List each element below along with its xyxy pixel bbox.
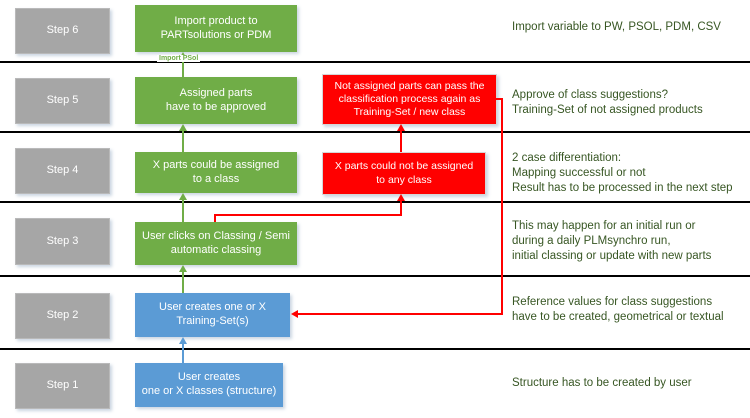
annotation-step-1: Structure has to be created by user (512, 377, 692, 389)
process-box-step-5: Assigned parts have to be approved (135, 77, 297, 124)
arrowhead-up-icon (397, 124, 405, 131)
step-badge-3: Step 3 (15, 218, 110, 265)
annotation-step-2: Reference values for class suggestions h… (512, 296, 724, 323)
step-badge-4: Step 4 (15, 148, 110, 194)
arrowhead-up-icon (179, 193, 187, 200)
annotation-step-6: Import variable to PW, PSOL, PDM, CSV (512, 21, 721, 33)
step-badge-2: Step 2 (15, 293, 110, 339)
step-badge-5: Step 5 (15, 78, 110, 124)
annotation-step-4: 2 case differentiation: Mapping successf… (512, 152, 733, 194)
process-box-step-2: User creates one or X Training-Set(s) (135, 293, 290, 337)
import-psol-label: Import PSol (157, 55, 201, 62)
arrowhead-left-icon (291, 310, 298, 318)
step-badge-6: Step 6 (15, 8, 110, 54)
alt-process-box-step-4: X parts could not be assigned to any cla… (322, 152, 486, 195)
row-separator (0, 275, 750, 277)
annotation-step-3: This may happen for an initial run or du… (512, 220, 712, 262)
annotation-step-5: Approve of class suggestions? Training-S… (512, 89, 703, 116)
row-separator (0, 131, 750, 133)
arrowhead-up-icon (179, 124, 187, 131)
process-box-step-1: User creates one or X classes (structure… (135, 363, 283, 407)
process-box-step-6: Import product to PARTsolutions or PDM (135, 5, 297, 52)
process-box-step-3: User clicks on Classing / Semi automatic… (135, 222, 297, 265)
alt-process-box-step-5: Not assigned parts can pass the classifi… (322, 74, 497, 125)
step-badge-1: Step 1 (15, 363, 110, 409)
arrowhead-up-icon (179, 337, 187, 344)
row-separator (0, 61, 750, 63)
process-box-step-4: X parts could be assigned to a class (135, 152, 297, 193)
row-separator (0, 201, 750, 203)
row-separator (0, 348, 750, 350)
arrowhead-up-icon (179, 265, 187, 272)
arrowhead-up-icon (397, 194, 405, 201)
